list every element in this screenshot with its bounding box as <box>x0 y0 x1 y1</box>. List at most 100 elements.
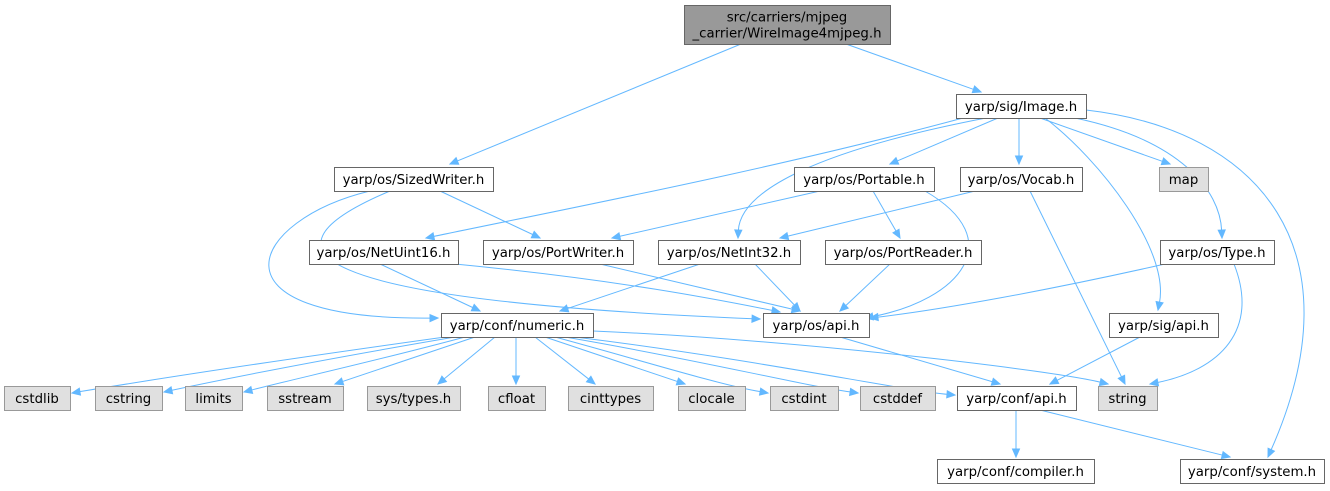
node-cfloat: cfloat <box>488 386 546 411</box>
edge-conf_numeric-to-cinttypes <box>534 336 596 385</box>
node-os-sizedwriter[interactable]: yarp/os/SizedWriter.h <box>334 167 494 192</box>
node-sig-api[interactable]: yarp/sig/api.h <box>1109 313 1219 338</box>
edge-sig_image-to-conf_system <box>1085 109 1305 459</box>
node-os-vocab[interactable]: yarp/os/Vocab.h <box>960 167 1083 192</box>
arrowhead <box>868 312 879 322</box>
node-cstdint: cstdint <box>770 386 839 411</box>
arrowhead <box>1117 374 1126 386</box>
arrowhead <box>1267 447 1276 459</box>
arrowhead <box>70 387 82 396</box>
node-conf-system[interactable]: yarp/conf/system.h <box>1180 459 1325 484</box>
node-os-portable[interactable]: yarp/os/Portable.h <box>794 167 935 192</box>
node-label: yarp/os/Portable.h <box>803 173 924 188</box>
edge-os_type-to-os_api <box>868 263 1166 322</box>
arrowhead <box>429 313 440 323</box>
edge-conf_numeric-to-string <box>592 330 1110 387</box>
edge-conf_numeric-to-cstring <box>162 336 456 395</box>
node-box <box>684 5 891 45</box>
edge-os_netint32-to-os_api <box>754 263 801 312</box>
node-box <box>1160 240 1275 265</box>
arrowhead <box>971 85 983 94</box>
node-box <box>794 167 935 192</box>
arrowhead <box>790 301 801 312</box>
node-os-portwriter[interactable]: yarp/os/PortWriter.h <box>483 240 634 265</box>
node-box <box>568 386 654 411</box>
node-box <box>267 386 344 411</box>
edge-os_sizedwriter-to-conf_numeric <box>268 190 440 323</box>
arrowhead <box>946 389 957 399</box>
node-box <box>1109 313 1219 338</box>
edge-os_type-to-string <box>1148 263 1243 387</box>
edge-conf_api-to-conf_compiler <box>1011 410 1021 459</box>
arrowhead <box>1098 377 1110 387</box>
arrowhead <box>558 304 570 313</box>
node-label: cfloat <box>498 392 535 407</box>
edge-sig_image-to-sig_api <box>1044 117 1164 312</box>
node-label: yarp/conf/system.h <box>1188 465 1316 480</box>
node-label: yarp/os/PortWriter.h <box>492 246 624 261</box>
edge-conf_numeric-to-cfloat <box>511 337 521 386</box>
node-box <box>309 240 459 265</box>
arrowhead <box>675 377 687 386</box>
node-label: clocale <box>688 392 734 407</box>
node-cstring: cstring <box>95 386 163 411</box>
node-label: yarp/sig/Image.h <box>965 100 1077 115</box>
node-label: yarp/os/NetInt32.h <box>667 246 791 261</box>
edge-os_portreader-to-os_api <box>839 263 891 312</box>
edges-layer <box>70 43 1305 460</box>
node-label: cstring <box>106 392 151 407</box>
node-box <box>770 386 839 411</box>
arrowhead <box>848 387 860 397</box>
node-conf-compiler[interactable]: yarp/conf/compiler.h <box>937 459 1095 484</box>
node-box <box>678 386 746 411</box>
node-box <box>658 240 801 265</box>
edge-root-to-sig_image <box>845 43 983 94</box>
node-conf-api[interactable]: yarp/conf/api.h <box>957 386 1077 411</box>
node-box <box>763 313 870 338</box>
node-label: limits <box>195 392 231 407</box>
edge-sig_image-to-map <box>1039 117 1172 166</box>
arrowhead <box>1220 450 1232 460</box>
arrowhead <box>839 302 850 312</box>
edge-conf_numeric-to-clocale <box>544 336 687 386</box>
node-os-netint32[interactable]: yarp/os/NetInt32.h <box>658 240 801 265</box>
arrowhead <box>511 375 521 386</box>
edge-conf_api-to-conf_system <box>1039 409 1232 460</box>
node-os-portreader[interactable]: yarp/os/PortReader.h <box>825 240 982 265</box>
arrowhead <box>770 306 782 315</box>
arrowhead <box>778 231 790 241</box>
node-sstream: sstream <box>267 386 344 411</box>
node-os-netuint16[interactable]: yarp/os/NetUint16.h <box>309 240 459 265</box>
node-conf-numeric[interactable]: yarp/conf/numeric.h <box>441 313 594 338</box>
arrowhead <box>1048 376 1060 385</box>
node-sig-image[interactable]: yarp/sig/Image.h <box>956 94 1087 119</box>
node-box <box>937 459 1095 484</box>
node-label: yarp/conf/numeric.h <box>450 319 585 334</box>
edge-os_netint32-to-conf_numeric <box>558 263 701 313</box>
node-box <box>367 386 461 411</box>
arrowhead <box>734 229 743 240</box>
node-label: yarp/os/NetUint16.h <box>317 246 451 261</box>
node-label: yarp/conf/compiler.h <box>947 465 1084 480</box>
node-box <box>956 94 1087 119</box>
arrowhead <box>448 156 460 165</box>
node-os-api[interactable]: yarp/os/api.h <box>763 313 870 338</box>
arrowhead <box>751 314 762 323</box>
arrowhead <box>437 375 448 385</box>
edge-os_netuint16-to-conf_numeric <box>379 263 482 312</box>
arrowhead <box>424 232 436 241</box>
node-label: yarp/os/SizedWriter.h <box>343 173 485 188</box>
node-os-type[interactable]: yarp/os/Type.h <box>1160 240 1275 265</box>
node-box <box>960 167 1083 192</box>
edge-os_sizedwriter-to-os_portwriter <box>439 190 542 239</box>
node-root[interactable]: src/carriers/mjpeg_carrier/WireImage4mjp… <box>684 5 891 45</box>
node-label: yarp/os/PortReader.h <box>834 246 973 261</box>
arrowhead <box>990 377 1002 386</box>
edge-sig_image-to-os_vocab <box>1014 118 1024 166</box>
edge-root-to-os_sizedwriter <box>448 43 742 165</box>
node-label: yarp/conf/api.h <box>966 392 1066 407</box>
node-label: string <box>1108 392 1146 407</box>
edge-conf_numeric-to-limits <box>242 336 466 395</box>
node-box <box>825 240 982 265</box>
